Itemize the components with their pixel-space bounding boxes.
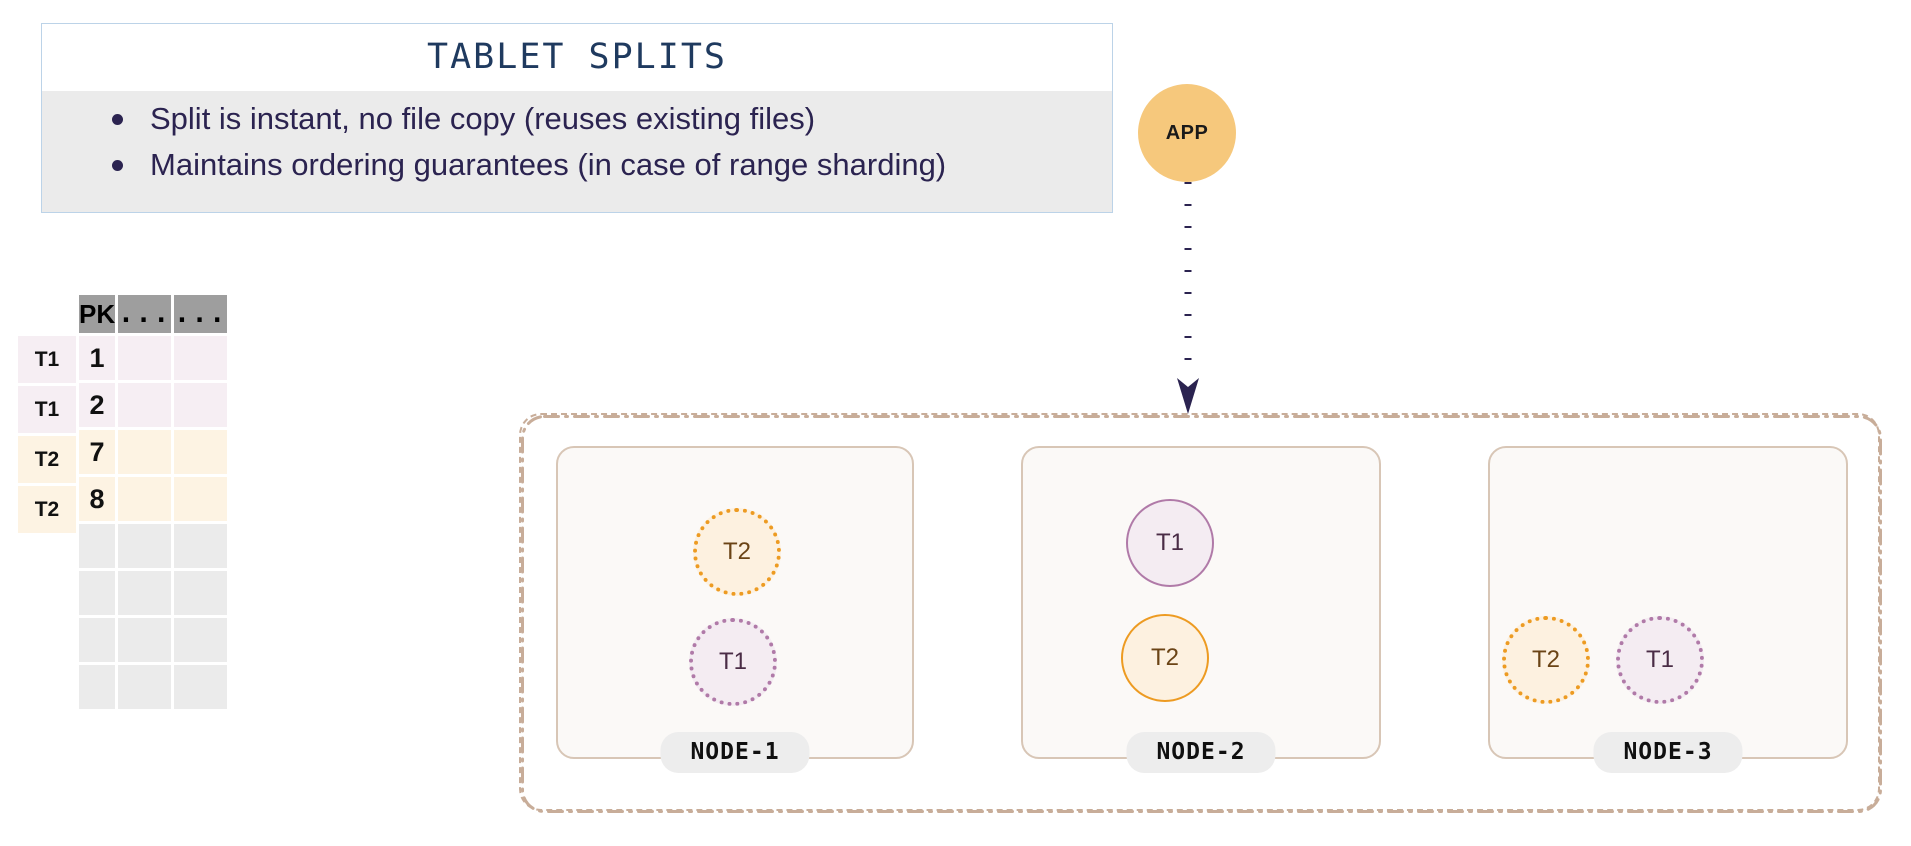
list-item: Split is instant, no file copy (reuses e… <box>94 97 1086 141</box>
table-row: 2 <box>79 383 228 427</box>
tag-chip: T2 <box>18 486 76 533</box>
node-box-1: T2 T1 NODE-1 <box>556 446 914 773</box>
cell-col2 <box>118 336 172 380</box>
page-title: TABLET SPLITS <box>42 24 1112 91</box>
table-header-row: PK ... ... <box>79 295 228 333</box>
tablet-t2: T2 <box>1121 614 1209 702</box>
column-header-pk: PK <box>79 295 116 333</box>
cell-col3 <box>174 383 228 427</box>
table-row <box>79 524 228 568</box>
app-to-cluster-arrow-icon <box>1177 182 1199 414</box>
table-row: 8 <box>79 477 228 521</box>
cell-col3 <box>174 665 228 709</box>
cell-pk: 7 <box>79 430 116 474</box>
list-item: Maintains ordering guarantees (in case o… <box>94 143 1086 187</box>
tablet-t2: T2 <box>693 508 781 596</box>
tablet-label: T2 <box>1531 646 1560 673</box>
app-node: APP <box>1138 84 1236 182</box>
cluster-container: T2 T1 NODE-1 T1 T2 NODE-2 T2 T1 NODE-3 <box>519 413 1882 813</box>
cell-col2 <box>118 524 172 568</box>
node-label-3: NODE-3 <box>1593 732 1743 773</box>
cell-pk: 2 <box>79 383 116 427</box>
cell-pk <box>79 571 116 615</box>
cell-col3 <box>174 571 228 615</box>
cell-pk <box>79 665 116 709</box>
cell-col3 <box>174 477 228 521</box>
cell-col2 <box>118 618 172 662</box>
tablet-label: T2 <box>1150 644 1179 671</box>
column-header-dots1: ... <box>118 295 172 333</box>
info-card-body: Split is instant, no file copy (reuses e… <box>42 91 1112 212</box>
tablet-label: T1 <box>718 648 747 675</box>
cell-col3 <box>174 618 228 662</box>
node-label-2: NODE-2 <box>1126 732 1276 773</box>
tag-chip: T1 <box>18 386 76 433</box>
cell-col3 <box>174 336 228 380</box>
tablet-label: T1 <box>1645 646 1674 673</box>
node-box-3: T2 T1 NODE-3 <box>1488 446 1848 773</box>
cell-col2 <box>118 477 172 521</box>
cell-pk <box>79 618 116 662</box>
cell-col2 <box>118 571 172 615</box>
table-row: 1 <box>79 336 228 380</box>
table-row <box>79 665 228 709</box>
tablet-t2: T2 <box>1502 616 1590 704</box>
data-grid: PK ... ... 1 2 7 8 <box>76 292 230 712</box>
tablet-tag-column: T1 T1 T2 T2 <box>18 336 76 536</box>
table-row <box>79 618 228 662</box>
tablet-label: T1 <box>1155 529 1184 556</box>
cell-col2 <box>118 665 172 709</box>
app-node-label: APP <box>1165 121 1209 144</box>
node-label-1: NODE-1 <box>660 732 810 773</box>
tag-chip: T1 <box>18 336 76 383</box>
cell-col2 <box>118 430 172 474</box>
cell-col3 <box>174 430 228 474</box>
cell-col3 <box>174 524 228 568</box>
column-header-dots2: ... <box>174 295 228 333</box>
cell-col2 <box>118 383 172 427</box>
info-card: TABLET SPLITS Split is instant, no file … <box>41 23 1113 213</box>
cell-pk: 8 <box>79 477 116 521</box>
bullet-list: Split is instant, no file copy (reuses e… <box>42 97 1112 188</box>
tablet-t1: T1 <box>1616 616 1704 704</box>
table-row <box>79 571 228 615</box>
cell-pk: 1 <box>79 336 116 380</box>
tablet-t1: T1 <box>1126 499 1214 587</box>
table-row: 7 <box>79 430 228 474</box>
tablet-label: T2 <box>722 538 751 565</box>
tablet-t1: T1 <box>689 618 777 706</box>
cell-pk <box>79 524 116 568</box>
tag-chip: T2 <box>18 436 76 483</box>
node-box-2: T1 T2 NODE-2 <box>1021 446 1381 773</box>
